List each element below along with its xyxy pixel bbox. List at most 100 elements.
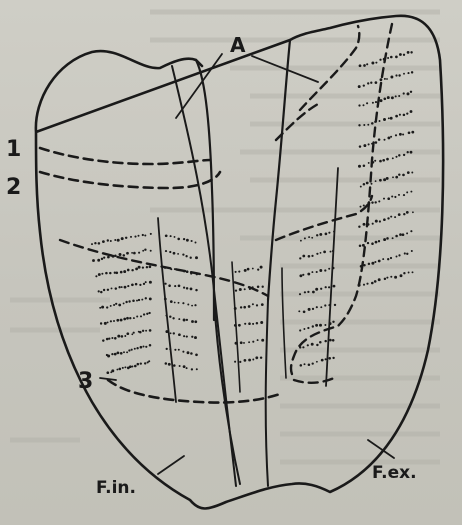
stipple-dot — [316, 271, 318, 273]
stipple-dot — [178, 302, 180, 304]
stipple-dot — [328, 357, 331, 360]
stipple-dot — [234, 324, 237, 327]
stipple-dot — [102, 339, 104, 341]
stipple-dot — [123, 318, 126, 321]
right-middle-dashed — [276, 196, 372, 240]
stipple-dot — [135, 268, 138, 271]
stipple-dot — [119, 253, 122, 256]
stipple-dot — [111, 353, 113, 355]
stipple-dot — [403, 73, 405, 75]
stipple-dot — [124, 335, 126, 337]
right-vein — [326, 168, 338, 386]
stipple-dot — [407, 72, 409, 74]
stipple-dot — [190, 273, 192, 275]
stipple-dot — [131, 366, 133, 368]
stipple-dot — [324, 304, 326, 306]
stipple-dot — [191, 320, 194, 323]
stipple-dot — [111, 369, 114, 372]
stipple-dot — [178, 269, 180, 271]
stipple-dot — [387, 57, 389, 59]
stipple-dot — [143, 313, 145, 315]
stipple-dot — [115, 303, 117, 305]
stipple-dot — [123, 270, 126, 273]
stipple-dot — [358, 284, 361, 287]
stipple-dot — [398, 254, 400, 256]
stipple-dot — [319, 324, 322, 327]
label-zone-2: 2 — [6, 175, 21, 200]
stipple-dot — [187, 351, 190, 354]
stipple-dot — [398, 213, 401, 216]
stipple-dot — [328, 304, 330, 306]
stipple-dot — [324, 324, 326, 326]
stipple-dot — [196, 368, 198, 370]
stipple-dot — [311, 255, 313, 257]
stipple-dot — [194, 320, 197, 323]
stipple-dot — [115, 287, 117, 289]
stipple-dot — [121, 335, 124, 338]
stipple-dot — [363, 84, 365, 86]
left-vein — [158, 218, 176, 402]
stipple-dot — [91, 243, 93, 245]
stipple-dot — [195, 289, 197, 291]
stipple-dot — [100, 291, 102, 293]
stipple-dot — [238, 271, 240, 273]
stipple-dot — [398, 74, 400, 76]
stipple-dot — [139, 284, 141, 286]
stipple-dot — [127, 285, 129, 287]
stipple-dot — [387, 96, 390, 99]
stipple-dot — [165, 315, 167, 317]
stipple-dot — [406, 253, 408, 255]
stipple-dot — [118, 304, 121, 307]
stipple-dot — [127, 269, 130, 272]
zone-line-3 — [108, 380, 280, 403]
stipple-dot — [247, 268, 250, 271]
stipple-dot — [140, 346, 143, 349]
stipple-dot — [391, 96, 394, 99]
stipple-dot — [101, 306, 104, 309]
stipple-dot — [308, 308, 311, 311]
stipple-dot — [257, 269, 259, 271]
stipple-dot — [148, 312, 150, 314]
stipple-dot — [391, 195, 393, 197]
stipple-dot — [378, 278, 381, 281]
stipple-dot — [299, 274, 302, 277]
stipple-dot — [395, 235, 398, 238]
stipple-dot — [107, 355, 110, 358]
stipple-dot — [249, 288, 251, 290]
stipple-dot — [406, 191, 408, 193]
stipple-dot — [120, 319, 123, 322]
stipple-dot — [183, 287, 185, 289]
stipple-dot — [320, 288, 322, 290]
stipple-dot — [252, 303, 254, 305]
stipple-dot — [138, 266, 141, 269]
stipple-dot — [133, 252, 136, 255]
stipple-dot — [98, 290, 100, 292]
stipple-dot — [371, 62, 374, 65]
stipple-dot — [169, 251, 171, 253]
stipple-dot — [173, 364, 176, 367]
stipple-dot — [194, 336, 197, 339]
stipple-dot — [257, 286, 260, 289]
stipple-dot — [378, 260, 381, 263]
stipple-dot — [149, 344, 152, 347]
stipple-dot — [142, 266, 144, 268]
stipple-dot — [177, 238, 180, 241]
stipple-dot — [332, 339, 335, 342]
stipple-dot — [164, 298, 167, 301]
stipple-dot — [133, 332, 135, 334]
stipple-dot — [109, 272, 111, 274]
stipple-dot — [392, 157, 394, 159]
stipple-dot — [149, 297, 152, 300]
stipple-dot — [390, 257, 392, 259]
stipple-hairs — [91, 51, 414, 374]
stipple-dot — [375, 220, 378, 223]
stipple-dot — [390, 117, 393, 120]
stipple-dot — [316, 306, 318, 308]
stipple-dot — [177, 253, 179, 255]
stipple-dot — [149, 281, 152, 284]
stipple-dot — [394, 276, 397, 279]
stipple-dot — [325, 286, 327, 288]
stipple-dot — [321, 359, 324, 362]
stipple-dot — [378, 200, 380, 202]
stipple-dot — [116, 319, 119, 322]
